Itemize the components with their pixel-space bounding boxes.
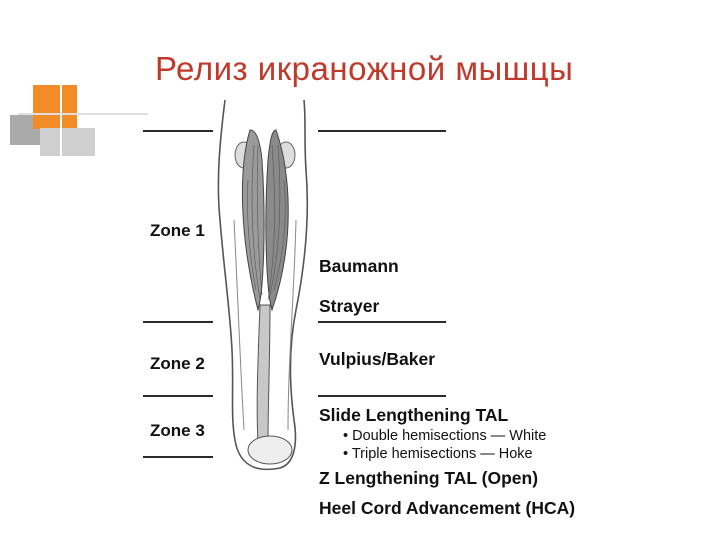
- zone-rule-top-left: [143, 130, 213, 132]
- zone-rule-top-right: [318, 130, 446, 132]
- muscle-striations: [247, 144, 286, 301]
- procedure-bullet-double-hemisections: • Double hemisections — White: [343, 428, 547, 444]
- leg-outline: [217, 100, 309, 471]
- decor-light-block: [40, 128, 95, 156]
- achilles-tendon: [256, 304, 271, 446]
- procedure-slide-lengthening-tal: Slide Lengthening TAL: [319, 405, 509, 425]
- tibia-line: [287, 219, 297, 431]
- procedure-z-lengthening-tal: Z Lengthening TAL (Open): [319, 468, 539, 488]
- zone-rule-bottom-left: [143, 456, 213, 458]
- zone-rule-1-2-right: [318, 321, 446, 323]
- decor-orange-square: [33, 85, 77, 129]
- fibula-line: [233, 219, 245, 431]
- zone-3-label: Zone 3: [150, 421, 205, 440]
- heel: [247, 435, 293, 465]
- calf-leg-illustration: [217, 100, 309, 471]
- zone-1-label: Zone 1: [150, 221, 205, 240]
- zone-2-label: Zone 2: [150, 354, 205, 373]
- gastrocnemius-medial-head: [241, 129, 265, 312]
- decor-horizontal-line: [18, 113, 148, 115]
- slide-title: Релиз икраножной мышцы: [155, 50, 574, 87]
- decor-vertical-line: [60, 78, 62, 160]
- procedure-baumann: Baumann: [319, 256, 399, 276]
- procedure-heel-cord-advancement: Heel Cord Advancement (HCA): [319, 498, 576, 518]
- zone-rule-1-2-left: [143, 321, 213, 323]
- procedure-strayer: Strayer: [319, 296, 380, 316]
- gastrocnemius-lateral-head: [265, 129, 289, 312]
- zone-rule-2-3-left: [143, 395, 213, 397]
- procedure-vulpius-baker: Vulpius/Baker: [319, 349, 436, 369]
- procedure-bullet-triple-hemisections: • Triple hemisections — Hoke: [343, 446, 533, 462]
- zone-rule-2-3-right: [318, 395, 446, 397]
